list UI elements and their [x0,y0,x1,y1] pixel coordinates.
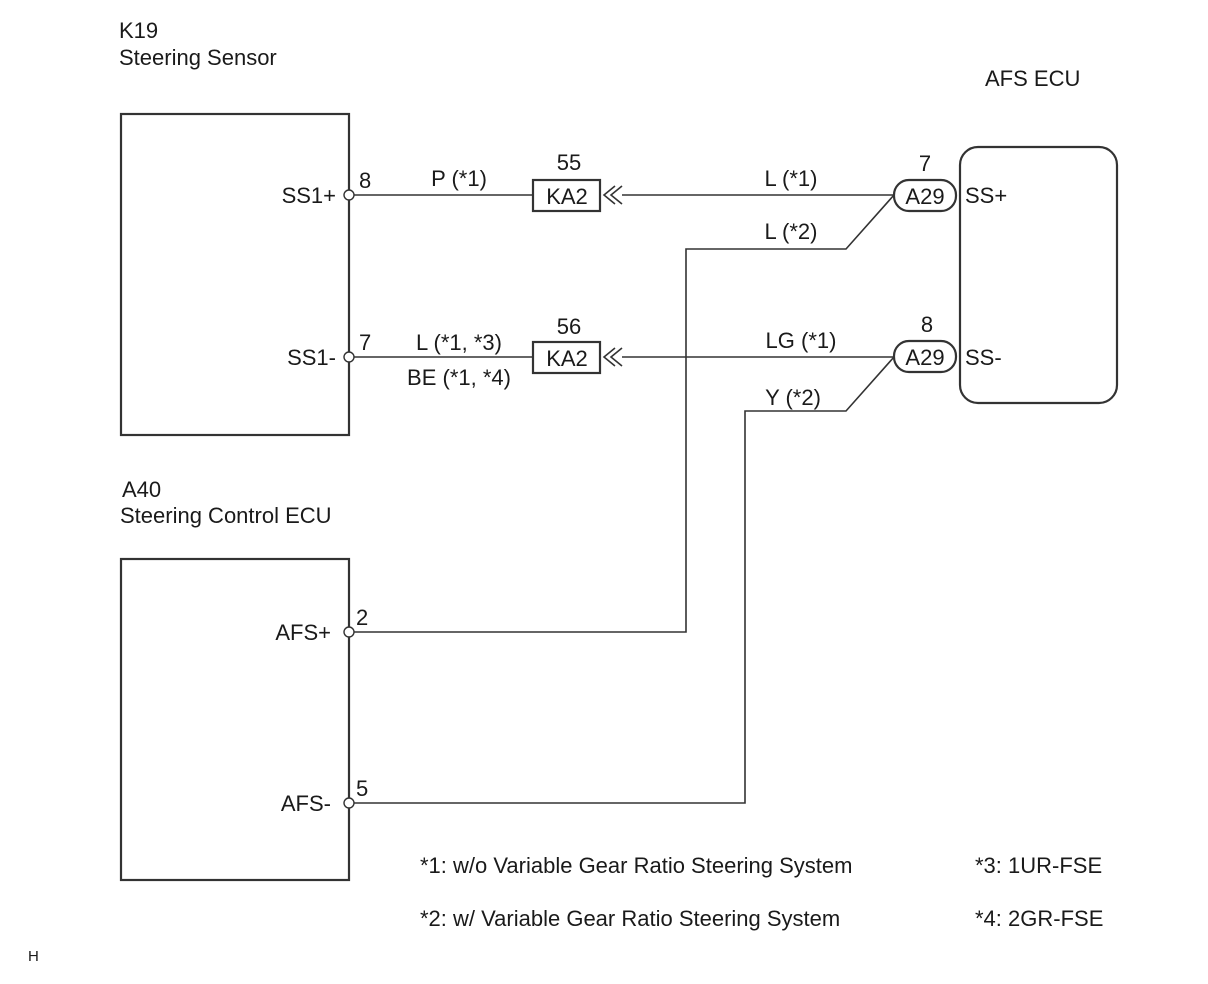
pin-afs-minus-label: AFS- [281,791,331,816]
note-4: *4: 2GR-FSE [975,906,1103,931]
wire-label-l1: L (*1) [765,166,818,191]
junction-upper-num: 55 [557,150,581,175]
a40-box [119,557,351,882]
k19-name: Steering Sensor [119,45,277,70]
wire-label-be14: BE (*1, *4) [407,365,511,390]
pin-ss1-plus-label: SS1+ [282,183,336,208]
junction-upper-arrow-2 [609,185,623,205]
pin-afs-plus-num: 2 [356,605,368,630]
a40-name: Steering Control ECU [120,503,332,528]
corner-mark: H [28,948,39,965]
note-3: *3: 1UR-FSE [975,853,1102,878]
junction-lower-arrow-1 [602,347,616,367]
wire-afs-plus [354,194,895,633]
wire-label-lg1: LG (*1) [766,328,837,353]
connector-a29-lower-label: A29 [905,345,944,370]
pin-ss1-minus-num: 7 [359,330,371,355]
junction-upper-arrow-1 [602,185,616,205]
connector-a29-upper-label: A29 [905,184,944,209]
note-2: *2: w/ Variable Gear Ratio Steering Syst… [420,906,840,931]
junction-lower-arrow-2 [609,347,623,367]
connector-a29-upper [892,178,958,213]
wire-label-p1: P (*1) [431,166,487,191]
wire-afs-minus [354,356,895,804]
pin-ss-minus-label: SS- [965,345,1002,370]
pin-ss1-plus-num: 8 [359,168,371,193]
k19-code: K19 [119,18,158,43]
connector-a29-lower [892,339,958,374]
pin-ss1-plus-terminal [343,189,355,201]
pin-afs-minus-terminal [343,797,355,809]
pin-ss-plus-label: SS+ [965,183,1007,208]
afs-ecu-box [958,145,1119,405]
junction-upper-box [531,178,602,213]
wire-label-l2: L (*2) [765,219,818,244]
a40-code: A40 [122,477,161,502]
wire-label-l13: L (*1, *3) [416,330,502,355]
k19-box [119,112,351,437]
afs-ecu-name: AFS ECU [985,66,1080,91]
pin-afs-plus-terminal [343,626,355,638]
note-1: *1: w/o Variable Gear Ratio Steering Sys… [420,853,852,878]
junction-lower-box [531,340,602,375]
junction-lower-num: 56 [557,314,581,339]
pin-ss1-minus-label: SS1- [287,345,336,370]
pin-ss-minus-num: 8 [921,312,933,337]
pin-afs-plus-label: AFS+ [275,620,331,645]
pin-ss1-minus-terminal [343,351,355,363]
pin-afs-minus-num: 5 [356,776,368,801]
wire-label-y2: Y (*2) [765,385,821,410]
junction-upper-code: KA2 [546,184,588,209]
junction-lower-code: KA2 [546,346,588,371]
pin-ss-plus-num: 7 [919,151,931,176]
